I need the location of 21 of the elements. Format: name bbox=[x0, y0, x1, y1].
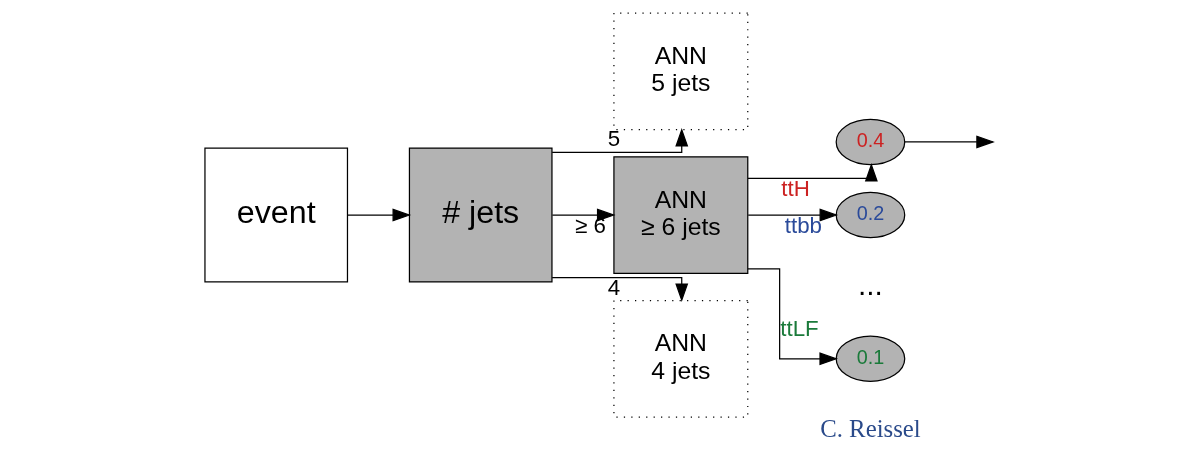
node-box: ANN 5 jets bbox=[612, 12, 748, 131]
node-box: ANN 4 jets bbox=[612, 299, 748, 418]
node-box: ANN ≥ 6 jets bbox=[612, 156, 748, 274]
label: ... bbox=[857, 267, 883, 301]
node-box: event bbox=[203, 147, 348, 283]
node-box: # jets bbox=[408, 147, 553, 283]
edge-label: ttLF bbox=[779, 316, 819, 341]
arrow bbox=[747, 208, 838, 222]
node-ellipse: 0.4 bbox=[835, 118, 905, 166]
edge-label: ttH bbox=[780, 176, 810, 202]
arrow bbox=[551, 277, 688, 303]
arrow bbox=[746, 268, 838, 366]
arrow bbox=[551, 127, 688, 154]
edge-label: ttbb bbox=[784, 212, 822, 238]
node-ellipse: 0.2 bbox=[835, 191, 905, 239]
arrow bbox=[746, 163, 878, 182]
label: C. Reissel bbox=[819, 414, 921, 442]
arrow bbox=[346, 208, 411, 222]
node-ellipse: 0.1 bbox=[835, 335, 905, 383]
edge-label: 4 bbox=[607, 275, 620, 301]
arrow bbox=[903, 135, 995, 149]
